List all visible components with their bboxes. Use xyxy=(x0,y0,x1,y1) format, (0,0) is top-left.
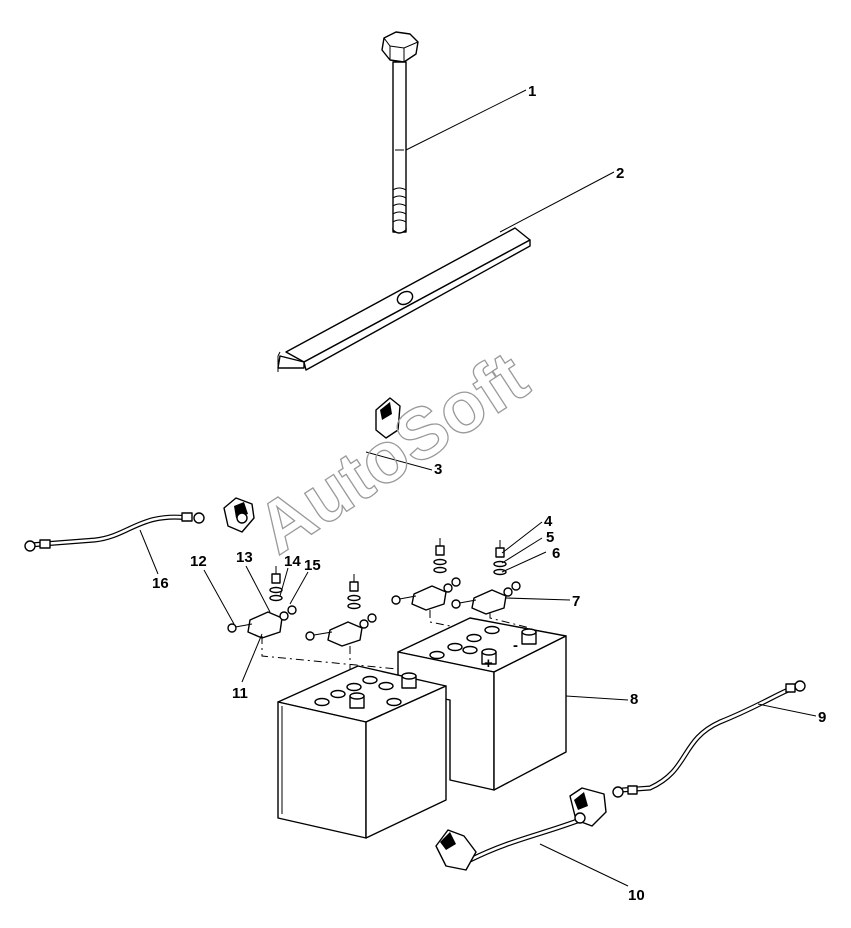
callout-9: 9 xyxy=(818,709,826,726)
callout-2: 2 xyxy=(616,165,624,182)
callout-8: 8 xyxy=(630,691,638,708)
battery-cable-lower xyxy=(435,787,607,871)
hold-down-bracket xyxy=(277,227,531,372)
watermark-text: AutoSoft xyxy=(243,337,541,570)
callout-13: 13 xyxy=(236,549,253,566)
hex-bolt xyxy=(381,31,419,234)
bolt-thread xyxy=(392,187,407,223)
battery-cable-right xyxy=(612,680,806,798)
terminal-clamp-set-a xyxy=(227,566,297,639)
callout-3: 3 xyxy=(434,461,442,478)
callout-12: 12 xyxy=(190,553,207,570)
callout-16: 16 xyxy=(152,575,169,592)
battery-cable-upper xyxy=(223,397,401,533)
minus-mark: - xyxy=(513,637,518,654)
battery-cable-left xyxy=(24,512,205,552)
battery-front xyxy=(277,665,447,839)
callout-1: 1 xyxy=(528,83,536,100)
leader-lines xyxy=(139,89,817,887)
callout-14: 14 xyxy=(284,553,301,570)
callout-7: 7 xyxy=(572,593,580,610)
plus-mark: + xyxy=(484,655,493,672)
callout-10: 10 xyxy=(628,887,645,904)
callout-5: 5 xyxy=(546,529,554,546)
terminal-clamp-set-b xyxy=(305,574,377,647)
callout-labels: 1 2 3 4 5 6 7 8 9 10 11 12 13 14 15 16 xyxy=(152,83,826,904)
callout-15: 15 xyxy=(304,557,321,574)
callout-4: 4 xyxy=(544,513,553,530)
terminal-clamp-set-c xyxy=(391,538,461,611)
terminal-clamp-set-d xyxy=(451,540,521,615)
callout-11: 11 xyxy=(232,685,248,702)
callout-6: 6 xyxy=(552,545,560,562)
